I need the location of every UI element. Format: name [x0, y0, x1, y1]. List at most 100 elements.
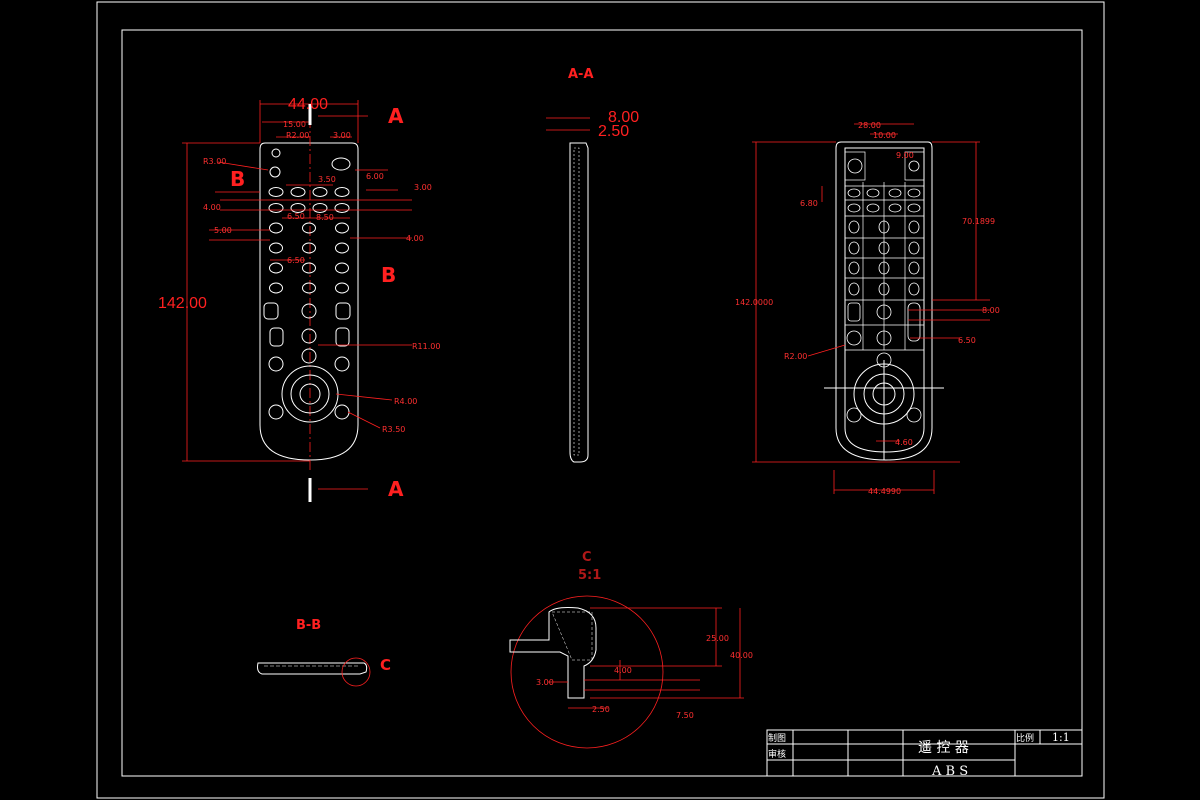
back-hole — [846, 407, 862, 423]
front-button — [301, 348, 317, 364]
front-button — [301, 328, 317, 344]
front-button — [263, 302, 279, 320]
front-button — [301, 303, 317, 319]
back-hole — [878, 220, 890, 234]
front-button — [269, 222, 283, 234]
front-button — [269, 166, 281, 178]
back-hole — [907, 188, 921, 198]
back-hole — [866, 203, 880, 213]
dim-front-14: R4.00 — [394, 397, 417, 406]
back-hole — [847, 158, 863, 174]
back-dim-7: 6.50 — [958, 336, 976, 345]
front-button — [334, 356, 350, 372]
back-hole — [846, 330, 862, 346]
detail-dim-3: 3.00 — [536, 678, 554, 687]
detail-c-view: C 5:1 25.00 40.00 4.00 3.00 7.50 2.50 — [509, 550, 753, 749]
back-hole — [848, 241, 860, 255]
dim-front-5: 3.50 — [318, 175, 336, 184]
front-button — [269, 282, 283, 294]
back-inner-rib — [844, 147, 925, 453]
dim-front-15: R3.50 — [382, 425, 405, 434]
inner-frame — [121, 29, 1083, 777]
back-hole — [908, 282, 920, 296]
detail-dim-4: 7.50 — [676, 711, 694, 720]
back-dim-4: 70.1899 — [962, 217, 995, 226]
front-button — [268, 203, 284, 213]
back-hole — [907, 302, 921, 342]
front-button — [269, 242, 283, 254]
back-hole — [847, 188, 861, 198]
back-dim-9: 4.60 — [895, 438, 913, 447]
back-dim-3: 6.80 — [800, 199, 818, 208]
back-dim-0: 28.00 — [858, 121, 881, 130]
detail-c-title: C — [582, 550, 592, 565]
front-button — [268, 187, 284, 197]
front-button — [302, 222, 316, 234]
section-bb-title: B-B — [296, 618, 321, 633]
front-button — [335, 222, 349, 234]
tb-scale-label: 比例 — [1016, 732, 1034, 744]
back-rib-cell — [844, 151, 866, 181]
back-hole — [876, 330, 892, 346]
tb-scale-value: 1:1 — [1052, 731, 1070, 744]
front-button — [290, 203, 306, 213]
r4-leader — [335, 393, 393, 401]
r3-leader — [217, 161, 269, 171]
front-button — [335, 327, 350, 347]
dim-front-9: 8.50 — [316, 213, 334, 222]
section-aa-outline — [569, 142, 589, 463]
tb-material: A B S — [931, 764, 968, 779]
dim-front-11: 4.00 — [406, 234, 424, 243]
back-hole — [866, 188, 880, 198]
outer-frame — [96, 1, 1105, 799]
dim-front-13: R11.00 — [412, 342, 440, 351]
front-view: 44.00 142.00 15.00 R2.00 3.00 R3.00 6.00… — [158, 96, 440, 502]
back-hole — [908, 261, 920, 275]
front-button — [269, 327, 284, 347]
title-block: 制图 审核 遥 控 器 A B S 比例 1:1 — [766, 729, 1083, 779]
front-button — [335, 262, 349, 274]
back-dim-8: R2.00 — [784, 352, 807, 361]
section-aa-hatch — [573, 147, 580, 456]
front-button — [268, 356, 284, 372]
detail-c-scale: 5:1 — [578, 568, 601, 583]
detail-dim-0: 25.00 — [706, 634, 729, 643]
back-view: 28.00 10.00 9.00 6.80 70.1899 142.0000 8… — [735, 121, 1000, 496]
back-hole — [908, 241, 920, 255]
back-rib-cell — [904, 151, 925, 181]
detail-c-profile — [509, 607, 597, 699]
back-hole — [878, 241, 890, 255]
aa-dim-1: 2.50 — [598, 123, 629, 140]
tb-checked-label: 审核 — [768, 748, 786, 760]
detail-c-ref-label: C — [380, 656, 391, 674]
detail-dim-1: 40.00 — [730, 651, 753, 660]
width-dim-text: 44.00 — [288, 96, 328, 113]
dim-front-0: 15.00 — [283, 120, 306, 129]
back-dim-2: 9.00 — [896, 151, 914, 160]
back-hole — [876, 304, 892, 320]
dim-front-12: 6.50 — [287, 256, 305, 265]
detail-c-hatch — [551, 611, 593, 661]
tb-drawn-label: 制图 — [768, 732, 786, 744]
back-hole — [847, 302, 861, 322]
front-power-button — [331, 157, 351, 171]
back-outline — [835, 141, 933, 461]
back-hole — [878, 282, 890, 296]
tb-part-name: 遥 控 器 — [918, 740, 969, 756]
front-button — [268, 404, 284, 420]
back-hole — [848, 220, 860, 234]
detail-c-boundary — [510, 595, 664, 749]
detail-c-ref-circle — [341, 657, 371, 687]
section-bb-view: B-B C — [257, 618, 391, 687]
back-dim-1: 10.00 — [873, 131, 896, 140]
front-outline — [259, 142, 359, 461]
back-hole — [888, 203, 902, 213]
front-button — [269, 262, 283, 274]
dim-front-4: 6.00 — [366, 172, 384, 181]
front-button — [334, 203, 350, 213]
section-aa-title: A-A — [568, 67, 594, 82]
front-button-layout — [263, 148, 351, 420]
section-a-label-top: A — [388, 104, 404, 128]
nav-pad-center — [299, 383, 321, 405]
